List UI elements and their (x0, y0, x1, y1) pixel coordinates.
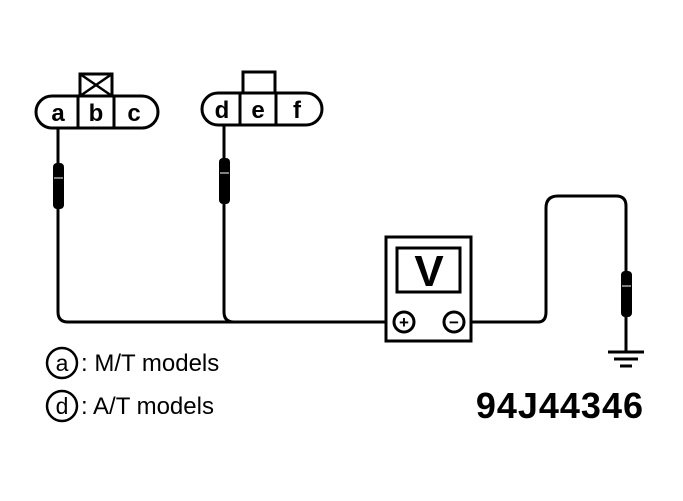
lead-to-ground (465, 194, 628, 352)
legend-d-letter: d (56, 393, 69, 419)
pin-f-label: f (293, 97, 302, 124)
test-leads (56, 125, 628, 352)
legend: a : M/T models d : A/T models (45, 346, 219, 423)
legend-item-mt: a : M/T models (45, 346, 219, 380)
negative-terminal-icon (442, 310, 466, 334)
legend-a-text: : M/T models (81, 350, 219, 377)
figure-id: 94J44346 (476, 385, 644, 426)
connector-lock-icon (241, 70, 277, 95)
voltmeter: V + − (384, 235, 473, 343)
connector-lock-crossed-icon (78, 72, 114, 98)
legend-a-circle-icon (45, 346, 79, 380)
positive-terminal-label: + (399, 313, 409, 332)
lead-from-pin-a (56, 128, 393, 324)
lead-from-pin-d (222, 125, 235, 324)
pin-c-label: c (127, 100, 140, 127)
connector-abc: a b c (34, 72, 160, 130)
ground-icon (608, 350, 644, 368)
pin-b-label: b (89, 100, 104, 127)
legend-d-text: : A/T models (81, 393, 214, 420)
legend-d-circle-icon (45, 389, 79, 423)
pin-a-label: a (51, 100, 65, 127)
probe-icon (621, 271, 632, 317)
positive-terminal-icon (392, 310, 416, 334)
pin-e-label: e (251, 97, 264, 124)
legend-item-at: d : A/T models (45, 389, 214, 423)
legend-a-letter: a (56, 350, 69, 376)
voltmeter-display-label: V (414, 247, 444, 296)
connector-def: d e f (200, 70, 324, 127)
negative-terminal-label: − (449, 313, 459, 332)
probe-icon (219, 158, 230, 204)
pin-d-label: d (215, 97, 230, 124)
voltmeter-display (395, 246, 462, 294)
probe-icon (53, 163, 64, 209)
